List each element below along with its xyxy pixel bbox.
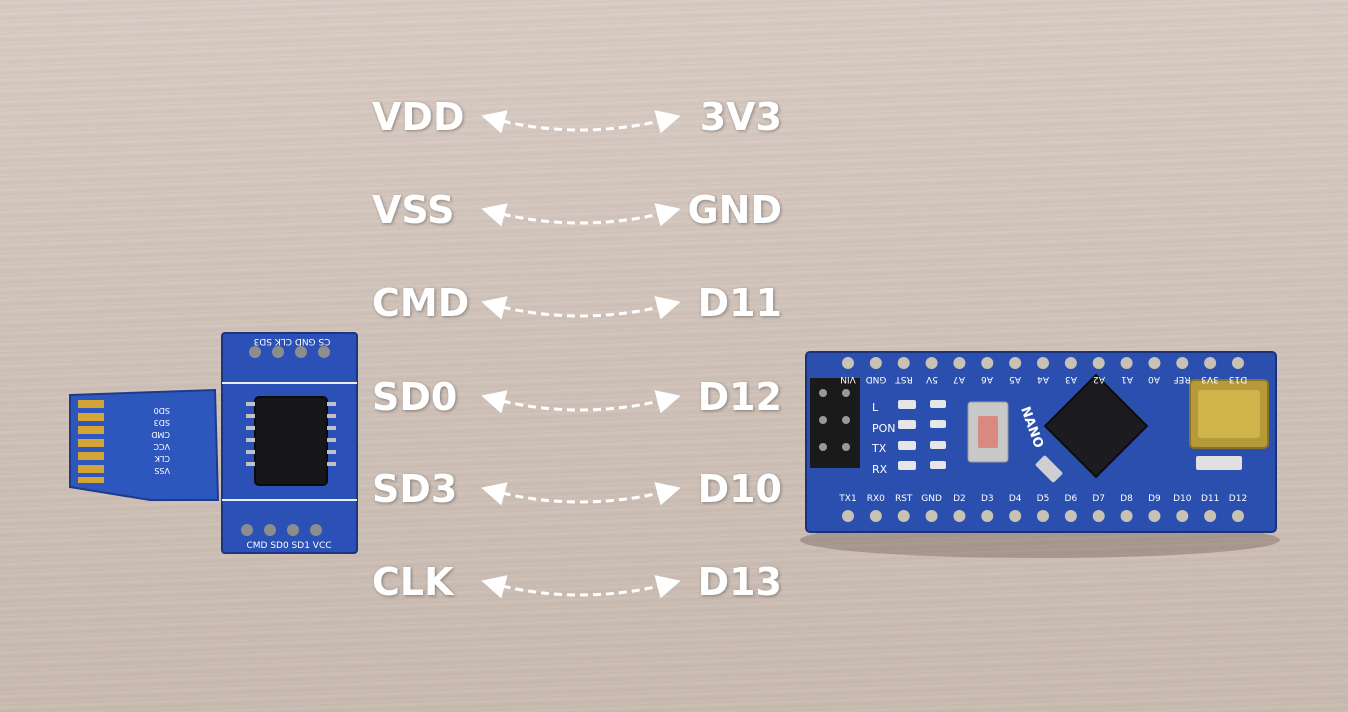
nano-header-pin (925, 357, 938, 369)
sd-pin-label-vss: VSS (372, 188, 455, 232)
nano-header-pin (1064, 510, 1077, 522)
arduino-pin-label-d12: D12 (697, 375, 782, 419)
nano-header-pin (1232, 510, 1244, 522)
sd-module-bottom-silk: CMD SD0 SD1 VCC (246, 541, 332, 551)
nano-header-pin (1148, 357, 1161, 369)
nano-bottom-pin-label: D8 (1120, 494, 1133, 504)
led-label: PON (872, 421, 896, 435)
nano-bottom-pin-label: D7 (1092, 494, 1106, 504)
nano-bottom-pin-label: RST (894, 494, 913, 504)
arduino-pin-label-d11: D11 (697, 281, 782, 325)
nano-header-pin (1037, 510, 1049, 522)
led-label: L (872, 401, 879, 414)
nano-bottom-pin-label: RX0 (866, 494, 885, 504)
nano-header-pin (1120, 357, 1133, 369)
nano-header-pin (1009, 357, 1022, 369)
led-label: RX (872, 462, 888, 476)
nano-bottom-pin-label: D6 (1064, 494, 1078, 504)
nano-header-pin (1120, 510, 1133, 522)
sd-pin-label-clk: CLK (372, 560, 454, 604)
nano-bottom-pin-label: D10 (1173, 494, 1192, 504)
nano-bottom-pin-label: D12 (1228, 494, 1248, 504)
sd-pin-label-cmd: CMD (372, 281, 470, 325)
arduino-pin-label-gnd: GND (687, 188, 782, 232)
sd-pin-label-sd0: SD0 (372, 375, 458, 419)
sd-pin-label-vdd: VDD (372, 95, 465, 139)
nano-header-pin (1092, 510, 1105, 522)
nano-header-pin (1204, 357, 1217, 369)
nano-bottom-pin-label: TX1 (839, 494, 857, 504)
nano-header-pin (925, 510, 938, 522)
nano-led-labels: L PON TX RX (872, 398, 896, 480)
nano-header-pin (981, 510, 994, 522)
arduino-pin-label-3v3: 3V3 (699, 95, 782, 139)
nano-header-pin (1176, 357, 1189, 369)
connection-arrow-clk (481, 575, 681, 599)
led-label: TX (872, 442, 887, 455)
sd-pin-label-sd3: SD3 (372, 467, 458, 511)
nano-header-pin (953, 357, 966, 369)
nano-header-pin (1204, 510, 1217, 522)
nano-bottom-pin-label: D3 (980, 494, 994, 504)
nano-bottom-pin-label: GND (921, 494, 942, 504)
nano-header-pin (1037, 357, 1049, 369)
nano-bottom-pin-label: D9 (1148, 494, 1161, 504)
nano-header-pin (981, 357, 994, 369)
nano-header-pin (842, 510, 854, 522)
nano-header-pin (953, 510, 966, 522)
connection-arrow-sd3 (481, 482, 681, 506)
nano-bottom-pin-label: D11 (1200, 494, 1220, 504)
nano-header-pin (1148, 510, 1161, 522)
connection-arrow-sd0 (481, 390, 681, 414)
connection-arrow-vdd (481, 110, 681, 134)
nano-header-pin (897, 357, 910, 369)
nano-header-pin (1092, 357, 1105, 369)
nano-header-pin (1232, 357, 1244, 369)
connection-arrow-vss (481, 203, 681, 227)
connection-arrow-cmd (481, 296, 681, 320)
arduino-pin-label-d10: D10 (697, 467, 782, 511)
nano-header-pin (1176, 510, 1189, 522)
nano-bottom-pin-label: D4 (1008, 494, 1022, 504)
nano-bottom-pin-label: D5 (1036, 494, 1050, 504)
nano-header-pin (897, 510, 910, 522)
nano-header-pin (1064, 357, 1077, 369)
nano-header-pin (842, 357, 854, 369)
nano-header-pin (1009, 510, 1022, 522)
nano-header-pin (869, 510, 882, 522)
arduino-pin-label-d13: D13 (697, 560, 782, 604)
nano-header-pin (869, 357, 882, 369)
nano-bottom-pin-label: D2 (953, 494, 966, 504)
